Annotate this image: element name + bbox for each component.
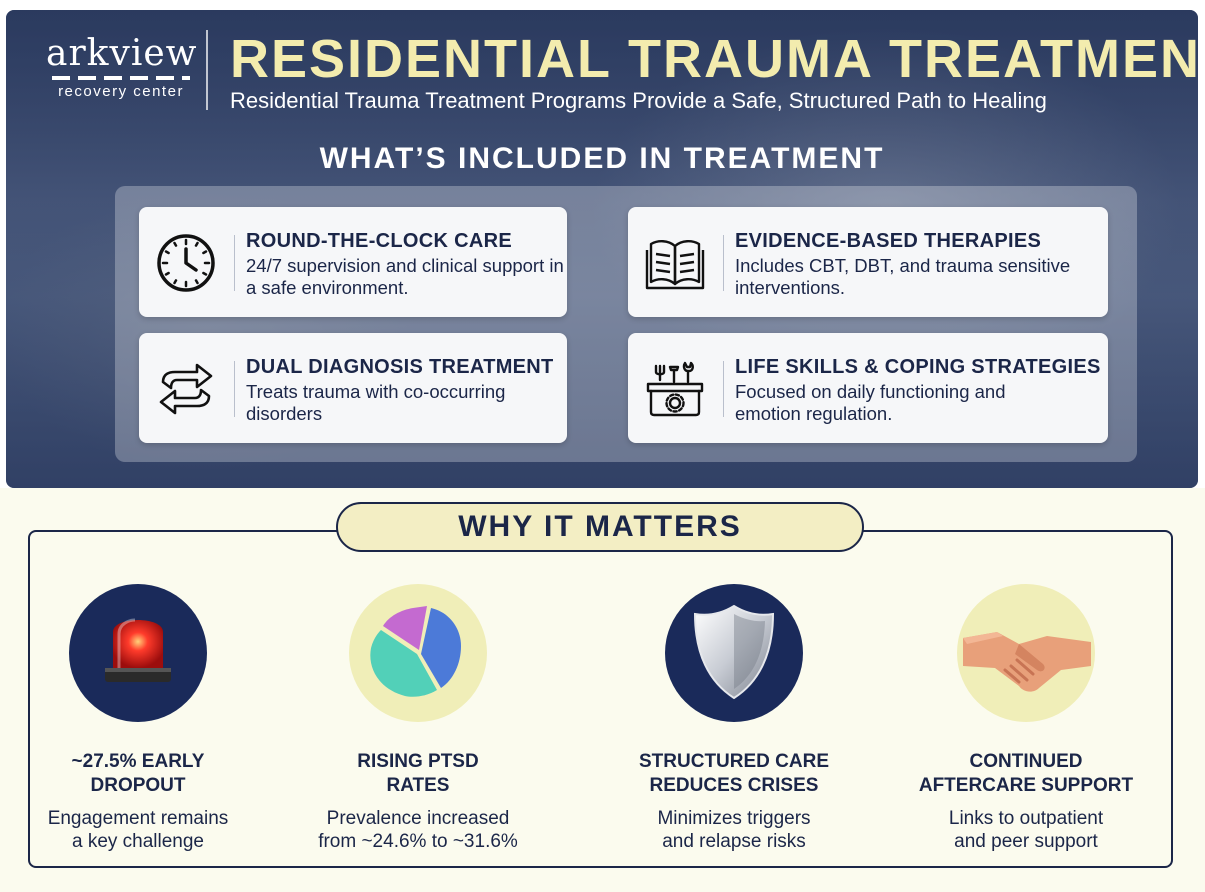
card-divider [723, 361, 724, 417]
card-description: 24/7 supervision and clinical support in… [246, 255, 564, 298]
why-it-matters-title: WHY IT MATTERS [336, 502, 864, 552]
card-evidence-based-therapies: EVIDENCE-BASED THERAPIES Includes CBT, D… [628, 207, 1108, 317]
card-description: Includes CBT, DBT, and trauma sensitive … [735, 255, 1071, 298]
page-subtitle: Residential Trauma Treatment Programs Pr… [230, 88, 1047, 113]
stat-icon-circle [349, 584, 487, 722]
brand-name: arkview [46, 33, 198, 74]
card-divider [234, 235, 235, 291]
stat-icon-circle [69, 584, 207, 722]
card-title: ROUND-THE-CLOCK CARE [246, 230, 512, 252]
stat-title: STRUCTURED CARE REDUCES CRISES [639, 751, 829, 796]
card-title: LIFE SKILLS & COPING STRATEGIES [735, 356, 1101, 378]
card-divider [723, 235, 724, 291]
card-description: Focused on daily functioning and emotion… [735, 381, 1006, 424]
stat-icon-circle [957, 584, 1095, 722]
card-title: DUAL DIAGNOSIS TREATMENT [246, 356, 554, 378]
logo-dashes [52, 76, 190, 80]
card-description: Treats trauma with co-occurring disorder… [246, 381, 506, 424]
stat-structured-care: STRUCTURED CARE REDUCES CRISES Minimizes… [604, 584, 864, 853]
stat-title: CONTINUED AFTERCARE SUPPORT [918, 751, 1134, 796]
shield-icon [693, 604, 775, 700]
stat-title: ~27.5% EARLY DROPOUT [71, 751, 205, 796]
stat-description: Engagement remains a key challenge [47, 808, 229, 852]
toolbox-icon [646, 361, 704, 417]
stat-description: Links to outpatient and peer support [948, 808, 1104, 852]
stat-description: Minimizes triggers and relapse risks [657, 808, 811, 852]
stat-early-dropout: ~27.5% EARLY DROPOUT Engagement remains … [8, 584, 268, 853]
page-title: RESIDENTIAL TRAUMA TREATMENT [230, 29, 1198, 89]
clock-icon [157, 234, 215, 292]
card-life-skills-coping: LIFE SKILLS & COPING STRATEGIES Focused … [628, 333, 1108, 443]
card-divider [234, 361, 235, 417]
card-dual-diagnosis-treatment: DUAL DIAGNOSIS TREATMENT Treats trauma w… [139, 333, 567, 443]
hero-section: arkview recovery center RESIDENTIAL TRAU… [6, 10, 1198, 488]
card-round-the-clock-care: ROUND-THE-CLOCK CARE 24/7 supervision an… [139, 207, 567, 317]
brand-tagline: recovery center [58, 83, 184, 100]
bottom-background [0, 488, 1205, 892]
stat-description: Prevalence increased from ~24.6% to ~31.… [318, 808, 518, 852]
brand-logo[interactable]: arkview recovery center [46, 34, 196, 104]
stat-icon-circle [665, 584, 803, 722]
stat-aftercare-support: CONTINUED AFTERCARE SUPPORT Links to out… [896, 584, 1156, 853]
stat-rising-ptsd-rates: RISING PTSD RATES Prevalence increased f… [288, 584, 548, 853]
stat-title: RISING PTSD RATES [357, 751, 479, 796]
siren-icon [105, 618, 171, 682]
book-icon [645, 240, 705, 290]
included-section-title: WHAT’S INCLUDED IN TREATMENT [319, 142, 885, 175]
pie-chart-icon [370, 606, 461, 697]
card-title: EVIDENCE-BASED THERAPIES [735, 230, 1042, 252]
logo-divider [206, 30, 208, 110]
handshake-icon [963, 632, 1091, 692]
arrows-exchange-icon [159, 363, 213, 415]
